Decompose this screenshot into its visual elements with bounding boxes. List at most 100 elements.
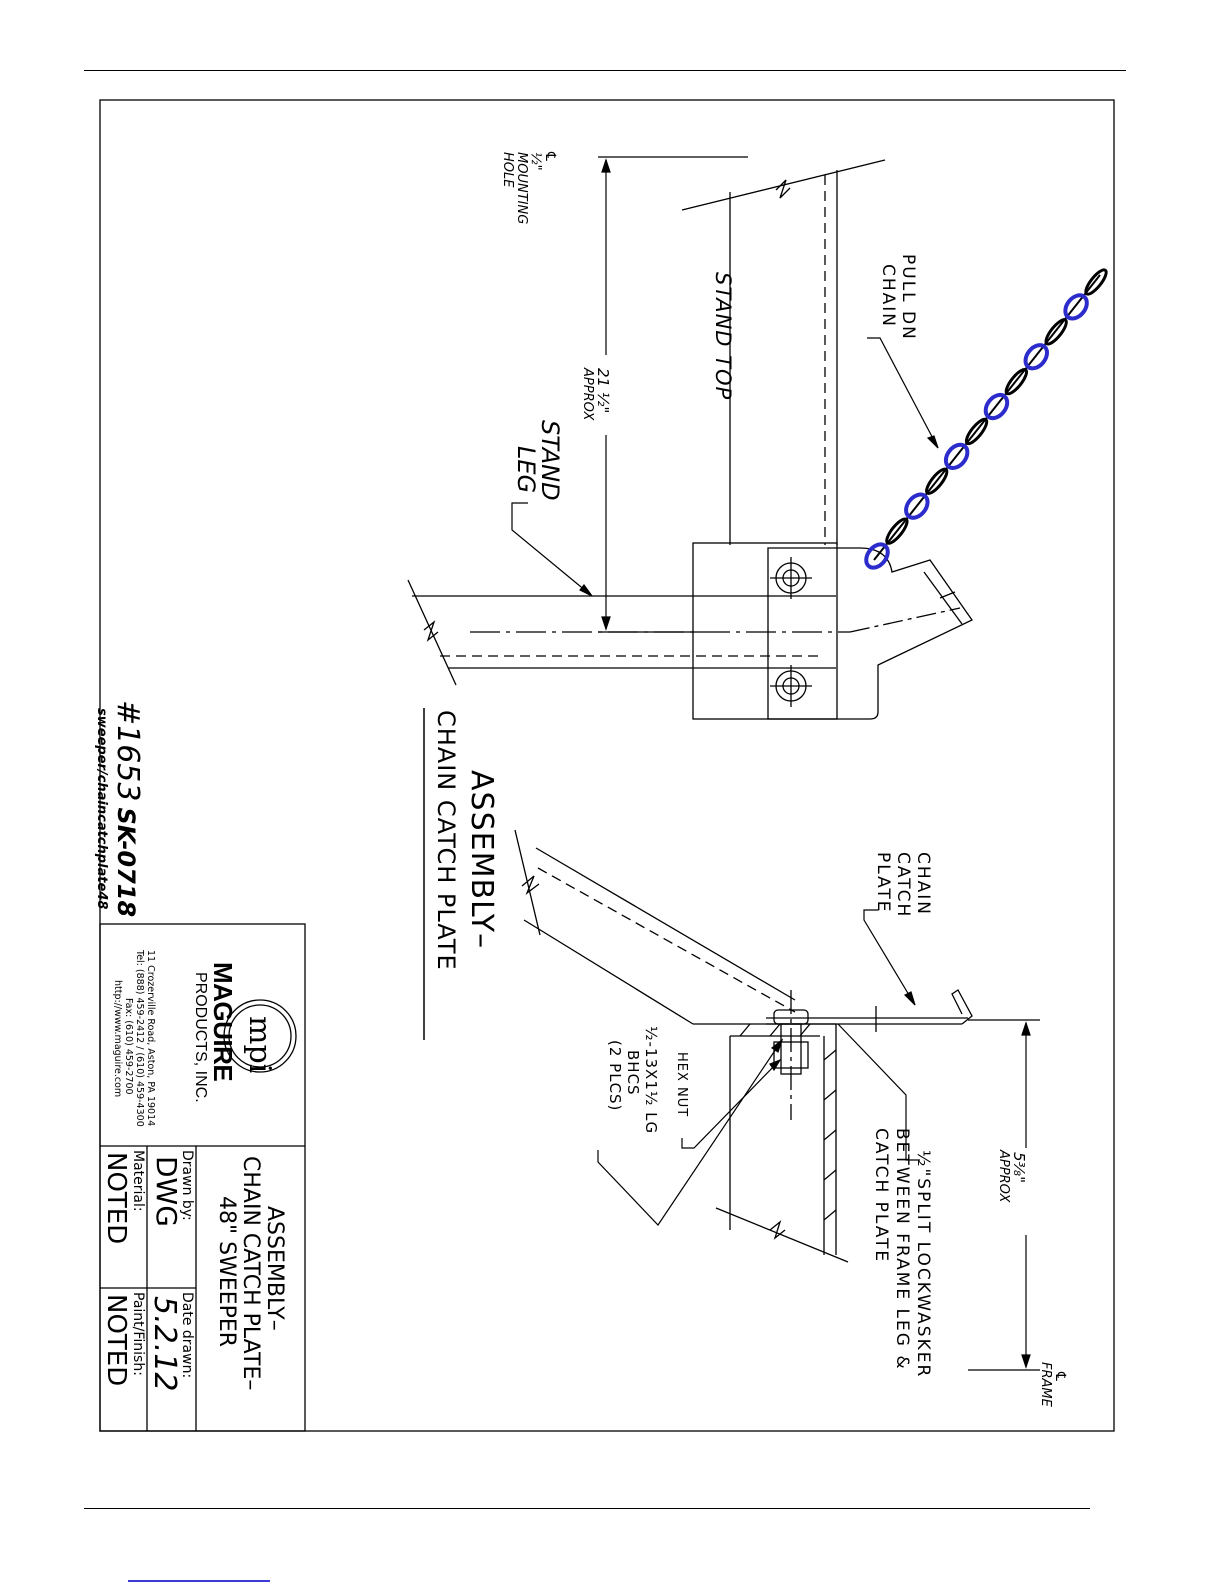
leaders-top bbox=[511, 337, 939, 597]
company-address: 11 Crozerville Road, Aston, PA 19014 bbox=[145, 950, 156, 1126]
label-catch-plate-1: CHAIN bbox=[913, 852, 933, 916]
label-bolt-1: ½-13X1½ LG bbox=[642, 1026, 660, 1134]
catch-plate-fold bbox=[939, 591, 956, 599]
frame-leg-break bbox=[514, 829, 541, 936]
link-underline[interactable] bbox=[128, 1580, 270, 1582]
leader-lockwasher bbox=[837, 1023, 920, 1161]
label-dim-21-approx: APPROX bbox=[580, 367, 595, 421]
company-web: http://www.maguire.com bbox=[112, 980, 123, 1097]
paint-value: NOTED bbox=[101, 1294, 131, 1386]
label-lockwasher-3: CATCH PLATE bbox=[871, 1128, 891, 1263]
break-mark-2 bbox=[423, 620, 439, 642]
frame-channel-hatch-8 bbox=[799, 1023, 811, 1037]
dimension-21 bbox=[598, 156, 748, 633]
label-catch-plate-3: PLATE bbox=[873, 852, 893, 914]
paint-label: Paint/Finish: bbox=[130, 1292, 146, 1376]
bottom-view bbox=[514, 829, 973, 1263]
label-stand-leg-1: STAND bbox=[536, 420, 564, 501]
date-drawn-value: 5.2.12 bbox=[147, 1296, 182, 1391]
leader-hex-nut-arrow bbox=[769, 1058, 782, 1072]
title-block-text: mpi MAGUIRE PRODUCTS, INC. 11 Crozervill… bbox=[101, 949, 287, 1391]
label-bolt-3: (2 PLCS) bbox=[606, 1040, 624, 1111]
frame-leg-hidden bbox=[537, 867, 796, 1013]
chain-link bbox=[864, 542, 890, 570]
leaders-bottom bbox=[597, 909, 920, 1226]
frame-channel-hatch-6 bbox=[739, 1023, 751, 1037]
material-label: Material: bbox=[130, 1150, 146, 1212]
chain-link bbox=[904, 492, 930, 520]
material-value: NOTED bbox=[101, 1152, 131, 1244]
break-mark bbox=[775, 179, 791, 199]
dim-5-arrow-bottom bbox=[1021, 1354, 1031, 1369]
dim-21-arrow-top bbox=[601, 158, 611, 173]
dim-21-arrow-bottom bbox=[601, 616, 611, 631]
frame-channel-hatch-1 bbox=[823, 1049, 837, 1061]
leader-catch-plate-arrow bbox=[903, 991, 916, 1006]
mpi-logo-inner bbox=[228, 1004, 292, 1068]
company-tel: Tel: (888) 459-2412 / (610) 459-4300 bbox=[134, 949, 145, 1127]
dim-5-arrow-top bbox=[1021, 1021, 1031, 1036]
top-view bbox=[407, 159, 973, 720]
catch-plate-centerline bbox=[849, 607, 961, 633]
leader-hex-nut bbox=[681, 1059, 781, 1149]
label-mounting-hole-4: HOLE bbox=[500, 152, 515, 188]
chain-link bbox=[925, 467, 949, 495]
leader-bolt bbox=[597, 1039, 783, 1226]
stand-leg-break bbox=[407, 579, 457, 686]
label-pull-dn-chain-1: PULL DN bbox=[898, 254, 918, 341]
tb-title-2: CHAIN CATCH PLATE– bbox=[238, 1156, 263, 1390]
leader-pull-chain-arrow bbox=[926, 435, 939, 449]
callout-labels: PULL DN CHAIN ℄ ½" MOUNTING HOLE STAND T… bbox=[94, 151, 1068, 1408]
view-title-2: CHAIN CATCH PLATE bbox=[432, 710, 460, 971]
drawing-border bbox=[99, 99, 1115, 1432]
drawing-number: #1653SK-0718 bbox=[110, 700, 145, 917]
leader-catch-plate bbox=[863, 909, 916, 1006]
company-name-2: PRODUCTS, INC. bbox=[192, 972, 209, 1103]
frame-channel-hatch-5 bbox=[823, 1209, 837, 1221]
break-mark-3 bbox=[521, 875, 540, 895]
label-frame: FRAME bbox=[1038, 1362, 1053, 1408]
pull-down-chain bbox=[864, 268, 1108, 570]
company-name: MAGUIRE bbox=[208, 962, 238, 1081]
logo-text: mpi bbox=[242, 1016, 277, 1073]
label-bolt-2: BHCS bbox=[624, 1050, 642, 1096]
title-block bbox=[99, 923, 306, 1432]
file-path: sweeper/chaincatchplate48 bbox=[94, 708, 109, 909]
leader-bolt-arrow bbox=[770, 1038, 784, 1053]
chain-link bbox=[943, 442, 970, 470]
chain-link bbox=[1023, 343, 1050, 371]
label-stand-leg-2: LEG bbox=[512, 446, 540, 493]
label-hex-nut: HEX NUT bbox=[674, 1052, 689, 1117]
company-fax: Fax: (610) 459-2700 bbox=[123, 998, 134, 1095]
frame-channel-hatch-7 bbox=[769, 1023, 781, 1037]
leader-stand-leg-arrow bbox=[579, 584, 593, 597]
frame-channel-hatch-2 bbox=[823, 1089, 837, 1101]
tb-title-3: 48" SWEEPER bbox=[214, 1196, 239, 1347]
label-dim-5-approx: APPROX bbox=[996, 1149, 1011, 1203]
label-mounting-hole-size: ½" bbox=[528, 152, 543, 171]
label-dim-5: 5³⁄₈" bbox=[1010, 1152, 1028, 1183]
frame-channel-break bbox=[715, 1207, 849, 1263]
chain-link bbox=[983, 392, 1010, 421]
label-stand-top: STAND TOP bbox=[711, 272, 735, 400]
chain-link bbox=[1044, 318, 1068, 346]
dimension-5 bbox=[968, 1019, 1040, 1371]
label-mounting-hole-cl: ℄ bbox=[542, 151, 558, 161]
drawn-by-value: DWG bbox=[150, 1156, 183, 1227]
frame-channel-hatch-4 bbox=[823, 1169, 837, 1181]
chain-link bbox=[1004, 368, 1029, 396]
label-lockwasher-2: BETWEEN FRAME LEG & bbox=[892, 1128, 912, 1371]
frame-channel-hatch-3 bbox=[823, 1129, 837, 1141]
leader-pull-chain bbox=[867, 337, 939, 449]
catch-plate-outline bbox=[767, 547, 973, 720]
bracket-outer bbox=[692, 542, 838, 720]
leader-stand-leg bbox=[511, 502, 593, 597]
chain-link bbox=[964, 417, 989, 446]
bottom-rule bbox=[84, 1508, 1090, 1509]
stand-top-break bbox=[681, 159, 886, 211]
frame-leg-edge-1 bbox=[535, 847, 796, 1001]
label-mounting-hole-3: MOUNTING bbox=[514, 152, 529, 224]
title-block-frame bbox=[99, 923, 306, 1432]
label-lockwasher-1: ½"SPLIT LOCKWASKER bbox=[913, 1150, 933, 1378]
chain-link bbox=[1063, 293, 1089, 321]
